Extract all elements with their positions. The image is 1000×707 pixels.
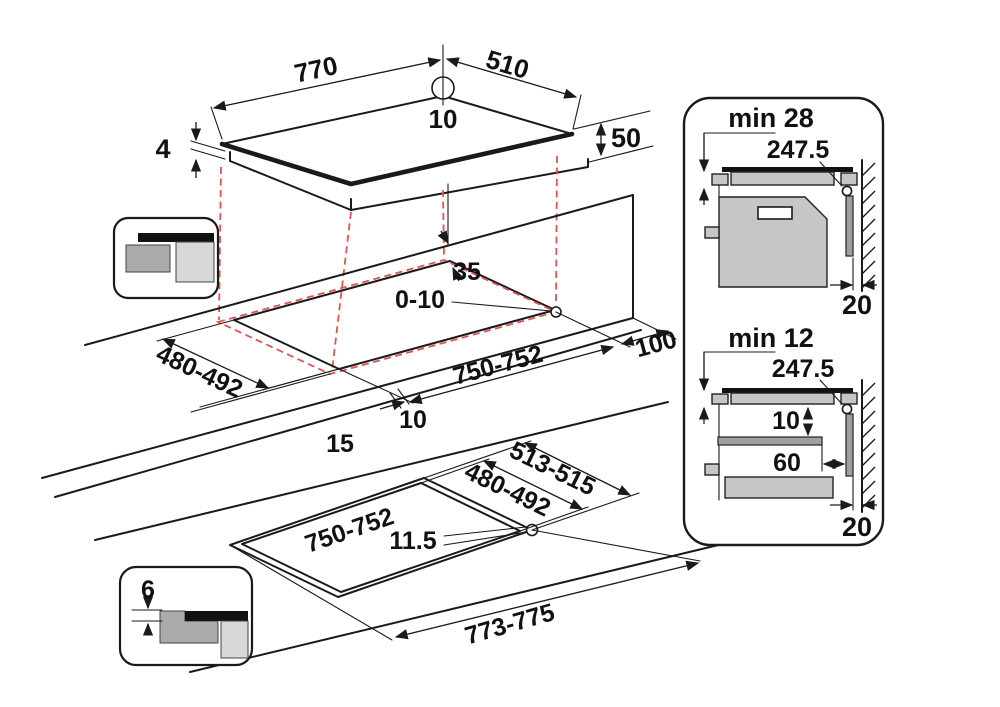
dim-cutout-width: 750-752 [301, 502, 397, 558]
dim-half-width: 247.5 [772, 355, 835, 383]
glass-section [185, 611, 248, 621]
ext-line [588, 145, 654, 163]
dim-cutout-depth: 480-492 [152, 340, 247, 404]
dim-front-overhang: 15 [326, 430, 354, 458]
worktop-right-section [840, 392, 858, 405]
projection-line [218, 166, 222, 321]
arrow-35 [437, 230, 449, 245]
dim-wall-gap: 20 [842, 290, 872, 320]
worktop-rear-edge [84, 194, 634, 346]
separator-shelf [717, 436, 823, 446]
ext-line [531, 529, 701, 562]
ext-line [531, 492, 640, 531]
ext-line [420, 458, 490, 484]
dim-cutout-width: 750-752 [450, 340, 546, 391]
seal-gasket [841, 403, 853, 415]
dim-line-770 [212, 57, 442, 111]
dim-line-depth [161, 338, 270, 389]
leader-line [443, 531, 528, 546]
ext-line [199, 368, 340, 408]
dim-shelf-gap: 10 [772, 407, 800, 435]
glass-section [138, 233, 214, 242]
tick-line [397, 388, 410, 405]
oven-body [718, 196, 828, 288]
ext-line [210, 106, 223, 140]
dim-depth: 510 [482, 44, 532, 85]
leader-line [819, 379, 843, 405]
projection-line [331, 211, 352, 372]
oven-vent [757, 206, 793, 220]
cabinet-section [125, 244, 171, 273]
hob-body-section [175, 241, 215, 283]
dim-rear-clearance: 35 [453, 258, 481, 286]
dim-glass-step: 6 [141, 576, 155, 604]
dim-line-100 [620, 329, 670, 346]
flush-mount-inset: 6 [118, 565, 254, 667]
worktop-left-section [711, 173, 729, 186]
leader-line [451, 301, 552, 312]
dim-wall-gap: 0-10 [395, 286, 445, 314]
glass-thickness-line [190, 148, 226, 160]
hob-glass-edge [219, 131, 575, 187]
worktop-front-edge [41, 317, 634, 479]
arrow-10 [379, 400, 406, 411]
dim-shelf-recess: 60 [773, 449, 801, 477]
ext-line [229, 544, 393, 641]
dim-glass-thickness: 4 [155, 134, 170, 164]
oven-clearance-diagram: min 28 247.5 20 [698, 103, 877, 320]
worktop-front-edge [189, 534, 761, 673]
hob-body-section [730, 392, 835, 405]
ext-line [572, 94, 582, 130]
cabinet-rail [704, 463, 720, 476]
dim-line-outer-depth [523, 442, 632, 496]
leader-line [819, 161, 843, 187]
hob-body [229, 151, 589, 211]
hob-glass-top [221, 95, 573, 185]
seal-gasket [841, 185, 853, 197]
hob-isometric-view: 10 770 510 4 50 [155, 44, 654, 372]
worktop-left-section [711, 393, 729, 405]
projection-line [555, 155, 558, 307]
dim-clearance: min 12 [728, 323, 814, 353]
dim-side-overhang: 10 [399, 406, 427, 434]
ext-line [573, 110, 651, 130]
rear-spacer [845, 413, 854, 477]
ext-line [156, 319, 235, 342]
dim-wall-gap: 20 [842, 512, 872, 542]
dim-line-width [408, 345, 615, 404]
ext-line [555, 311, 631, 348]
dim-body-height: 50 [611, 123, 641, 153]
dim-clearance: min 28 [728, 103, 814, 133]
drawer-clearance-diagram: min 12 247.5 10 60 [698, 323, 877, 542]
dim-line-510 [445, 57, 578, 99]
drawer-body [724, 476, 834, 499]
hob-body-section [220, 620, 249, 659]
ext-line [519, 506, 589, 532]
worktop-right-section [840, 172, 858, 186]
dim-ledge-width: 11.5 [389, 527, 436, 555]
clearance-panel: min 28 247.5 20 [682, 96, 885, 547]
dim-half-width: 247.5 [767, 136, 830, 164]
cutout-outline [241, 482, 521, 593]
glass-thickness-line [190, 140, 226, 152]
hob-glass-section [722, 388, 853, 393]
worktop-rear-edge [94, 401, 669, 541]
hob-glass-section [722, 167, 853, 172]
ext-line [338, 368, 414, 404]
surface-mount-inset [112, 216, 220, 300]
hob-body-section [730, 171, 835, 186]
leader-line [443, 526, 527, 537]
arrow-35 [452, 266, 463, 282]
cabinet-rail [704, 226, 720, 239]
rear-spacer [845, 195, 854, 257]
dim-outer-width: 773-775 [462, 598, 558, 650]
ext-line [423, 440, 532, 479]
dim-rear-offset: 10 [429, 104, 458, 134]
ext-line [190, 373, 331, 413]
dim-line-outer-width [394, 560, 700, 640]
